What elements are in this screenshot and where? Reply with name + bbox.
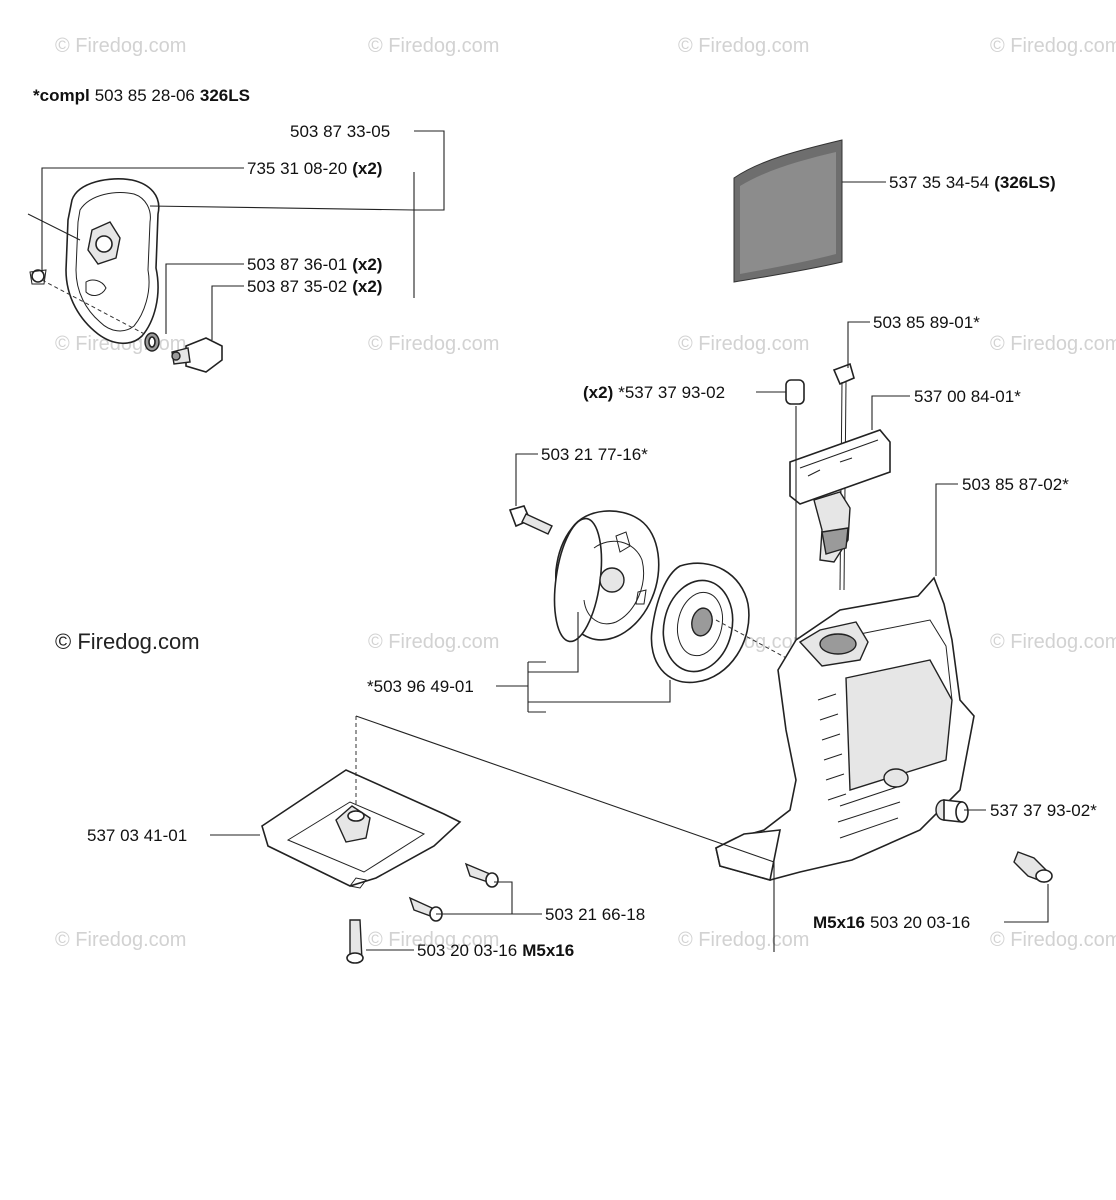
mounting-plate-illustration	[261, 769, 462, 889]
leaders-kit-503964901	[496, 612, 671, 713]
watermark: © Firedog.com	[55, 35, 186, 57]
filter-pad-illustration	[733, 139, 843, 283]
starter-housing-illustration	[715, 576, 975, 882]
part-label-503858901: 503 85 89-01*	[873, 313, 980, 332]
watermark: © Firedog.com	[55, 929, 186, 951]
bushing-537379302b-illustration	[935, 799, 969, 823]
leader-503217716	[515, 453, 538, 506]
air-filter-cover-illustration	[27, 178, 223, 373]
kit-title: *compl 503 85 28-06 326LS	[33, 86, 250, 105]
part-label-503964901: *503 96 49-01	[367, 677, 474, 696]
leaders-top-left	[41, 130, 445, 340]
screw-503217716-illustration	[508, 505, 553, 535]
watermark: © Firedog.com	[368, 35, 499, 57]
leader-503216618-a	[494, 881, 513, 914]
starter-pulley-illustration	[553, 510, 660, 643]
housing-to-plate-guide	[355, 715, 775, 952]
watermark: © Firedog.com	[990, 631, 1116, 653]
watermark: © Firedog.com	[678, 929, 809, 951]
screws-503216618-illustration	[408, 862, 499, 922]
watermark-prominent: © Firedog.com	[55, 629, 200, 654]
watermark: © Firedog.com	[990, 35, 1116, 57]
part-label-503858702: 503 85 87-02*	[962, 475, 1069, 494]
watermark: © Firedog.com	[678, 35, 809, 57]
leader-503858901	[847, 321, 870, 368]
watermark: © Firedog.com	[368, 631, 499, 653]
part-label-503216618: 503 21 66-18	[545, 905, 645, 924]
watermark: © Firedog.com	[990, 929, 1116, 951]
kit-title-model: 326LS	[200, 86, 250, 105]
watermark: © Firedog.com	[368, 333, 499, 355]
watermark-layer: © Firedog.com © Firedog.com © Firedog.co…	[55, 35, 1116, 951]
leader-503200316b	[1004, 884, 1049, 923]
watermark: © Firedog.com	[678, 333, 809, 355]
part-label-537379302b: 537 37 93-02*	[990, 801, 1097, 820]
part-label-735310820: 735 31 08-20(x2)	[247, 159, 382, 178]
part-label-503873305: 503 87 33-05	[290, 122, 390, 141]
part-label-503873502: 503 87 35-02(x2)	[247, 277, 382, 296]
throttle-handle-illustration	[785, 362, 891, 591]
part-label-537034101: 537 03 41-01	[87, 826, 187, 845]
recoil-spring-illustration	[650, 562, 791, 684]
kit-title-prefix: *compl	[33, 86, 90, 105]
watermark: © Firedog.com	[368, 929, 499, 951]
screw-503200316b-illustration	[1013, 851, 1053, 883]
part-label-537353454: 537 35 34-54(326LS)	[889, 173, 1056, 192]
kit-title-number: 503 85 28-06	[95, 86, 195, 105]
part-label-537008401: 537 00 84-01*	[914, 387, 1021, 406]
leader-537008401	[871, 395, 910, 430]
screw-503200316a-illustration	[346, 919, 364, 964]
part-label-537379302a: (x2)*537 37 93-02	[583, 383, 725, 402]
part-label-503217716: 503 21 77-16*	[541, 445, 648, 464]
watermark: © Firedog.com	[990, 333, 1116, 355]
part-label-503873601: 503 87 36-01(x2)	[247, 255, 382, 274]
leader-503858702	[935, 483, 958, 576]
